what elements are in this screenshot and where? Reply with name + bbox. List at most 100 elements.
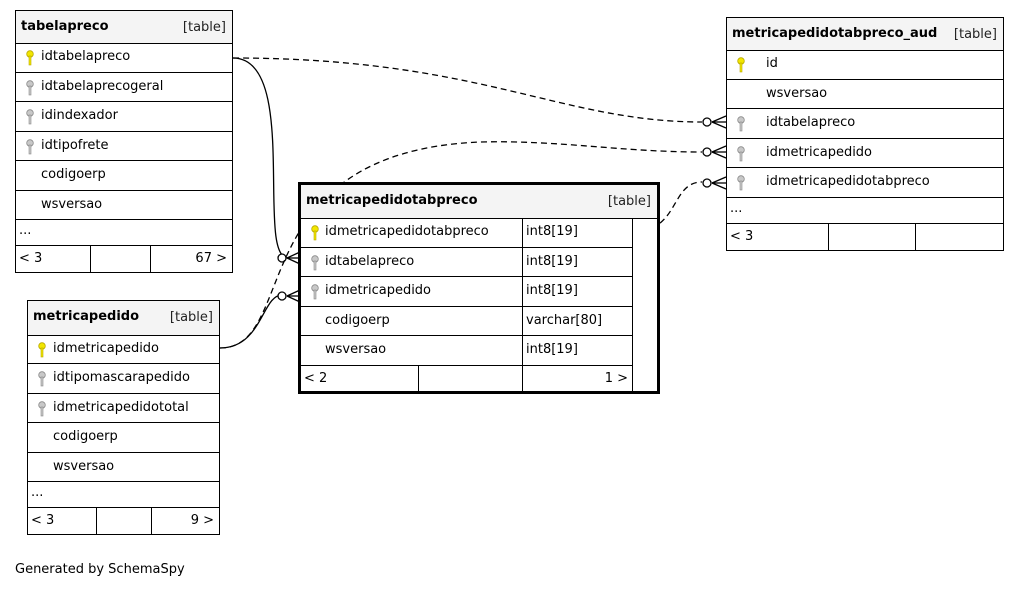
foreign-key-icon: [737, 175, 745, 191]
parents-count[interactable]: < 2: [304, 371, 328, 386]
parents-count[interactable]: < 3: [730, 229, 754, 244]
column-type: int8[19]: [526, 283, 578, 298]
column-name: codigoerp: [325, 313, 390, 328]
column-row[interactable]: idtabelapreco int8[19]: [301, 248, 633, 277]
foreign-key-icon: [311, 255, 319, 271]
column-row[interactable]: codigoerp: [16, 161, 232, 191]
table-kind: [table]: [169, 310, 213, 325]
column-row[interactable]: wsversao: [16, 191, 232, 220]
children-count[interactable]: 67 >: [195, 251, 227, 266]
more-columns-row[interactable]: ...: [28, 482, 219, 508]
table-header: metricapedidotabpreco_aud [table]: [727, 18, 1003, 51]
column-row[interactable]: idtipomascarapedido: [28, 364, 219, 394]
table-header: metricapedidotabpreco [table]: [301, 185, 657, 219]
column-row[interactable]: wsversao: [727, 80, 1003, 109]
edge-tabelapreco-to-aud: [232, 57, 703, 123]
more-columns-row[interactable]: ...: [16, 220, 232, 246]
table-header: metricapedido [table]: [28, 301, 219, 336]
column-name: id: [766, 56, 778, 71]
column-name: idmetricapedido: [53, 341, 160, 356]
column-type: int8[19]: [526, 342, 578, 357]
divider: [418, 366, 419, 391]
column-name: wsversao: [53, 459, 115, 474]
divider: [522, 336, 523, 365]
crowfoot-idmetricapedido: [277, 289, 301, 303]
table-tabelapreco[interactable]: tabelapreco [table] idtabelapreco idtabe…: [15, 10, 233, 273]
column-name: idmetricapedidotabpreco: [325, 224, 489, 239]
divider: [828, 224, 829, 250]
column-row[interactable]: idmetricapedidotabpreco int8[19]: [301, 218, 633, 248]
column-name: idmetricapedido: [325, 283, 432, 298]
children-count[interactable]: 1 >: [604, 371, 628, 386]
column-name: codigoerp: [53, 429, 118, 444]
generated-by-note: Generated by SchemaSpy: [15, 562, 185, 577]
column-row[interactable]: idindexador: [16, 102, 232, 132]
column-row[interactable]: idtabelaprecogeral: [16, 73, 232, 102]
column-type: varchar[80]: [526, 313, 603, 328]
column-row[interactable]: idtipofrete: [16, 132, 232, 161]
divider: [522, 307, 523, 335]
table-metricapedido[interactable]: metricapedido [table] idmetricapedido id…: [27, 300, 220, 535]
column-name: wsversao: [766, 86, 828, 101]
table-footer: < 2 1 >: [301, 366, 633, 391]
column-name: wsversao: [325, 342, 387, 357]
column-name: idtipomascarapedido: [53, 370, 190, 385]
column-row[interactable]: idmetricapedidotabpreco: [727, 168, 1003, 198]
more-columns-row[interactable]: ...: [727, 198, 1003, 224]
table-kind: [table]: [607, 194, 651, 209]
crowfoot-aud-idmetricapedido: [702, 145, 727, 159]
table-footer: < 3 9 >: [28, 508, 219, 534]
column-row[interactable]: idmetricapedido: [28, 335, 219, 364]
column-row[interactable]: wsversao: [28, 453, 219, 482]
foreign-key-icon: [26, 139, 34, 155]
primary-key-icon: [38, 342, 46, 358]
foreign-key-icon: [38, 371, 46, 387]
column-name: idindexador: [41, 108, 118, 123]
column-name: idtabelaprecogeral: [41, 79, 164, 94]
foreign-key-icon: [26, 109, 34, 125]
divider: [151, 508, 152, 534]
foreign-key-icon: [737, 116, 745, 132]
column-row[interactable]: idmetricapedidototal: [28, 394, 219, 423]
foreign-key-icon: [737, 146, 745, 162]
edge-tabelapreco-to-metricapedidotabpreco: [232, 57, 289, 259]
column-type: int8[19]: [526, 224, 578, 239]
foreign-key-icon: [38, 401, 46, 417]
column-row[interactable]: idtabelapreco: [16, 43, 232, 73]
primary-key-icon: [26, 50, 34, 66]
table-name: metricapedidotabpreco: [306, 193, 478, 208]
table-metricapedidotabpreco-aud[interactable]: metricapedidotabpreco_aud [table] id wsv…: [726, 17, 1004, 251]
parents-count[interactable]: < 3: [19, 251, 43, 266]
divider: [915, 224, 916, 250]
divider: [522, 218, 523, 247]
column-type: int8[19]: [526, 254, 578, 269]
column-row[interactable]: id: [727, 50, 1003, 80]
primary-key-icon: [311, 225, 319, 241]
divider: [632, 218, 633, 391]
column-row[interactable]: idmetricapedido int8[19]: [301, 277, 633, 307]
table-name: metricapedidotabpreco_aud: [732, 26, 938, 41]
primary-key-icon: [737, 57, 745, 73]
column-row[interactable]: codigoerp varchar[80]: [301, 307, 633, 336]
crowfoot-aud-idmetricapedidotabpreco: [702, 176, 727, 190]
table-kind: [table]: [953, 27, 997, 42]
table-metricapedidotabpreco[interactable]: metricapedidotabpreco [table] idmetricap…: [298, 182, 660, 394]
column-name: idmetricapedido: [766, 145, 873, 160]
parents-count[interactable]: < 3: [31, 513, 55, 528]
divider: [522, 248, 523, 276]
divider: [522, 277, 523, 306]
column-row[interactable]: codigoerp: [28, 423, 219, 453]
edge-metricapedido-to-metricapedidotabpreco: [219, 294, 283, 349]
foreign-key-icon: [26, 80, 34, 96]
crowfoot-aud-idtabelapreco: [702, 115, 727, 129]
table-kind: [table]: [182, 20, 226, 35]
table-name: metricapedido: [33, 309, 140, 324]
table-name: tabelapreco: [21, 19, 109, 34]
column-row[interactable]: idmetricapedido: [727, 139, 1003, 168]
column-name: idtabelapreco: [766, 115, 856, 130]
table-header: tabelapreco [table]: [16, 11, 232, 44]
foreign-key-icon: [311, 284, 319, 300]
column-row[interactable]: wsversao int8[19]: [301, 336, 633, 366]
column-row[interactable]: idtabelapreco: [727, 109, 1003, 139]
children-count[interactable]: 9 >: [190, 513, 214, 528]
